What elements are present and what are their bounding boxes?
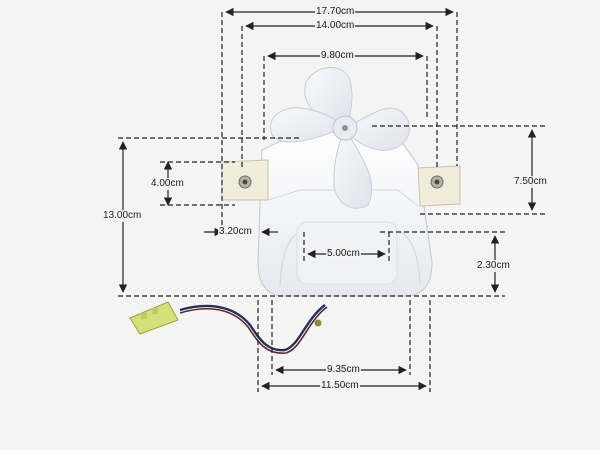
- inner-width-label: 5.00cm: [326, 248, 361, 260]
- right-mounting-tab: [417, 165, 461, 207]
- fan-blades: [269, 67, 410, 209]
- top-width-label: 7.50cm: [513, 176, 548, 188]
- left-mounting-tab: [221, 159, 269, 201]
- wire-harness: [179, 304, 328, 354]
- tab-height-label: 4.00cm: [150, 178, 185, 190]
- motor-housing: [257, 131, 433, 297]
- outer-width-label: 17.70cm: [315, 6, 356, 18]
- base-width-label: 11.50cm: [320, 380, 360, 392]
- total-height-label: 13.00cm: [102, 210, 143, 222]
- flange-offset-label: 3.20cm: [218, 226, 253, 238]
- base-height-label: 2.30cm: [476, 260, 511, 272]
- wire-span-label: 9.35cm: [326, 364, 361, 376]
- fan-diameter-label: 9.80cm: [320, 50, 355, 62]
- mount-width-label: 14.00cm: [315, 20, 356, 32]
- connector-plug: [129, 301, 179, 335]
